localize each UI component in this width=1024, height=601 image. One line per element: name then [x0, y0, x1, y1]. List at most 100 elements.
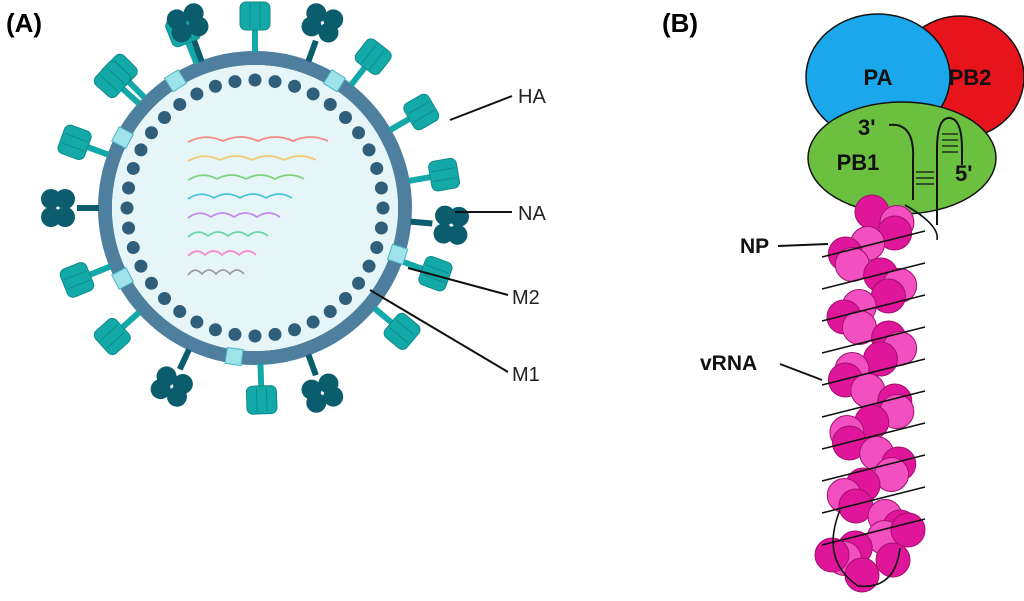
m1-bead	[362, 143, 376, 157]
vrna-segment	[187, 193, 293, 200]
m1-bead	[134, 143, 148, 157]
m1-bead	[374, 181, 388, 195]
m1-bead	[126, 161, 140, 175]
m1-bead	[120, 201, 134, 215]
m1-bead	[374, 221, 388, 235]
ha-spike	[57, 124, 110, 161]
panel-a-label: (A)	[6, 8, 42, 38]
m1-bead	[362, 259, 376, 273]
vrna-turn	[821, 454, 926, 482]
ha-spike	[93, 60, 142, 106]
viral-envelope	[98, 51, 412, 365]
five-prime-label: 5'	[955, 161, 972, 186]
panel-a: (A) HA NA M2 M1	[6, 1, 546, 415]
m1-bead	[352, 276, 366, 290]
na-tetramer	[301, 353, 344, 413]
m1-bead	[157, 292, 171, 306]
m2-channel	[224, 346, 244, 367]
m2-channel	[111, 266, 135, 290]
vrna-segment	[187, 136, 329, 143]
vrna-turn	[821, 518, 926, 546]
vrna-turn	[821, 326, 926, 354]
np-label: NP	[740, 235, 769, 258]
m1-bead	[339, 292, 353, 306]
ha-leader	[449, 95, 513, 121]
ha-spike	[59, 262, 112, 298]
m1-matrix-layer	[120, 73, 390, 343]
vrna-turn	[821, 358, 926, 386]
polymerase-complex: PA PB2 PB1 3' 5'	[805, 13, 1024, 225]
pa-label: PA	[864, 65, 893, 90]
vrna-turn	[821, 390, 926, 418]
vrna-turn	[904, 204, 938, 241]
vrna-segment	[187, 155, 317, 162]
np-leader	[777, 243, 829, 247]
m2-channel	[111, 126, 135, 150]
na-tetramer	[410, 205, 470, 245]
m1-bead	[228, 75, 242, 89]
vrna-leader	[779, 363, 823, 381]
m1-bead	[248, 329, 262, 343]
vrna-turn	[821, 262, 926, 290]
m1-bead	[370, 161, 384, 175]
ha-spike	[388, 93, 440, 133]
m2-channel	[386, 243, 409, 266]
m2-leader	[407, 267, 509, 296]
m1-bead	[268, 75, 282, 89]
m1-bead	[323, 305, 337, 319]
pb2-label: PB2	[949, 65, 992, 90]
m2-ion-channels	[111, 69, 409, 367]
m1-bead	[173, 305, 187, 319]
na-tetramer	[301, 3, 344, 63]
m1-bead	[268, 327, 282, 341]
m1-bead	[208, 79, 222, 93]
m1-bead	[228, 327, 242, 341]
m1-bead	[208, 323, 222, 337]
vrna-turn	[821, 294, 926, 322]
vrna-turn	[821, 230, 926, 258]
m1-bead	[134, 259, 148, 273]
rna-3prime-end	[888, 123, 915, 200]
np-bead	[875, 542, 911, 578]
m1-bead	[157, 110, 171, 124]
viral-core	[112, 65, 398, 351]
vrna-segment	[187, 212, 281, 219]
vrna-segment	[187, 250, 257, 257]
m1-bead	[122, 181, 136, 195]
vrna-turn	[821, 422, 926, 450]
virion	[41, 1, 470, 415]
m2-channel	[163, 69, 188, 93]
panhandle-base-pairs	[916, 133, 958, 185]
m1-bead	[144, 126, 158, 140]
panel-b-label: (B)	[662, 8, 698, 38]
rna-5prime-end	[936, 116, 963, 225]
vrna-segment	[187, 231, 269, 238]
vrna-turn	[832, 509, 901, 588]
m1-bead	[339, 110, 353, 124]
m1-bead	[190, 315, 204, 329]
m1-bead	[306, 315, 320, 329]
na-label: NA	[518, 203, 546, 225]
panel-b: (B) PA PB2 PB1 3' 5'	[662, 8, 1024, 593]
vrna-strand	[821, 204, 938, 588]
m2-channel	[322, 69, 347, 93]
m1-bead	[122, 221, 136, 235]
three-prime-label: 3'	[858, 115, 875, 140]
ha-spike	[348, 38, 392, 87]
m1-bead	[288, 323, 302, 337]
m1-bead	[288, 79, 302, 93]
m1-bead	[352, 126, 366, 140]
ha-spike	[93, 310, 142, 356]
vrna-segment	[187, 269, 245, 276]
pb1-label: PB1	[837, 150, 880, 175]
surface-glycoproteins	[41, 1, 470, 415]
m1-bead	[190, 87, 204, 101]
m1-bead	[126, 241, 140, 255]
m2-label: M2	[512, 287, 540, 309]
vrna-turn	[821, 486, 926, 514]
na-tetramer	[41, 189, 99, 227]
m1-bead	[248, 73, 262, 87]
m1-label: M1	[512, 364, 540, 386]
np-bead	[890, 512, 926, 548]
m1-leader	[369, 289, 509, 373]
